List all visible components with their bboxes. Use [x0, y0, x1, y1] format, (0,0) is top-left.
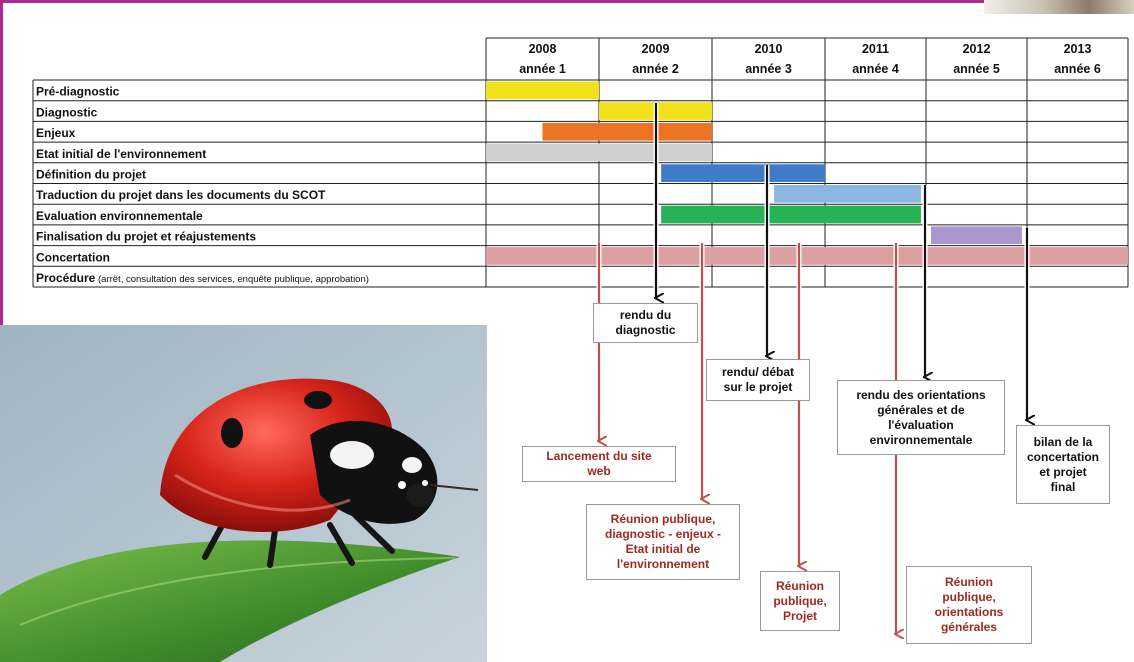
gantt-bar [542, 122, 712, 141]
row-label: Traduction du projet dans les documents … [36, 188, 326, 202]
milestone-lancement-site-web: Lancement du site web [522, 446, 676, 482]
ladybug-photo [0, 325, 487, 662]
gantt-bar [486, 81, 599, 100]
row-label: Concertation [36, 250, 110, 264]
milestone-bilan: bilan de la concertation et projet final [1016, 425, 1110, 504]
year-header: 2012 [963, 42, 991, 56]
year-header: 2010 [755, 42, 783, 56]
gantt-bar [931, 226, 1022, 245]
gantt-bar [486, 143, 712, 162]
year-sublabel: année 2 [632, 62, 679, 76]
year-header: 2011 [862, 42, 889, 56]
row-sublabel: (arrêt, consultation des services, enquê… [95, 274, 369, 285]
row-label: Définition du projet [36, 168, 146, 182]
gantt-bar [661, 164, 825, 182]
year-sublabel: année 4 [852, 62, 899, 76]
year-header: 2009 [642, 42, 670, 56]
milestone-rendu-orientations: rendu des orientations générales et de l… [837, 380, 1005, 455]
milestone-reunion-orientations: Réunion publique, orientations générales [906, 566, 1032, 644]
row-label: Etat initial de l'environnement [36, 147, 206, 161]
year-sublabel: année 5 [953, 62, 1000, 76]
milestone-reunion-diagnostic: Réunion publique, diagnostic - enjeux - … [586, 504, 740, 580]
gantt-bar [486, 247, 1128, 265]
row-label: Finalisation du projet et réajustements [36, 230, 256, 244]
row-label: Pré-diagnostic [36, 85, 120, 99]
milestone-reunion-projet: Réunion publique, Projet [760, 571, 840, 631]
milestone-rendu-debat: rendu/ débat sur le projet [706, 359, 810, 401]
milestone-rendu-diagnostic: rendu du diagnostic [593, 303, 698, 343]
gantt-grid [32, 37, 1129, 288]
gantt-bar [661, 205, 921, 224]
corner-photo [984, 0, 1134, 14]
row-label: Diagnostic [36, 105, 98, 119]
year-header: 2008 [529, 42, 557, 56]
row-label: Evaluation environnementale [36, 209, 203, 223]
gantt-bar [774, 185, 921, 203]
year-sublabel: année 1 [519, 62, 566, 76]
row-label: Enjeux [36, 126, 76, 140]
year-header: 2013 [1064, 42, 1092, 56]
gantt-bars [486, 81, 1128, 265]
row-label: Procédure (arrêt, consultation des servi… [36, 271, 369, 285]
year-sublabel: année 6 [1054, 62, 1101, 76]
year-sublabel: année 3 [745, 62, 792, 76]
